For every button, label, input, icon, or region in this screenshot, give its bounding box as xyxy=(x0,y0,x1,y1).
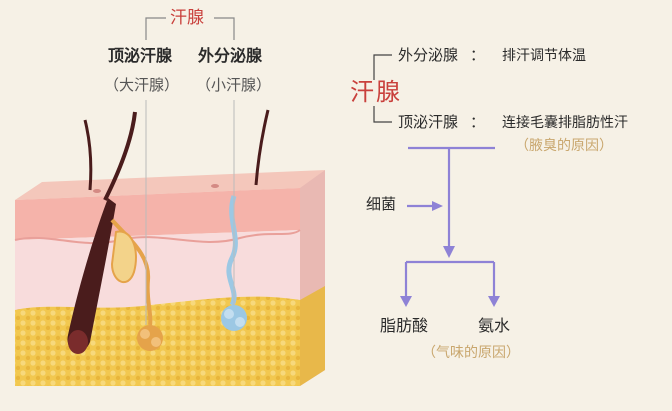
output-fatty-acid: 脂肪酸 xyxy=(380,318,428,334)
branch2-note: （腋臭的原因） xyxy=(515,139,613,153)
bacteria-label: 细菌 xyxy=(366,197,396,212)
eccrine-label: 外分泌腺 xyxy=(198,48,262,64)
flow-arrows xyxy=(406,148,495,298)
pore xyxy=(93,189,101,193)
branch2-desc: 连接毛囊排脂肪性汗 xyxy=(502,116,628,130)
pore xyxy=(211,184,219,188)
apocrine-coil xyxy=(137,325,163,351)
eccrine-alias: （小汗腺） xyxy=(196,78,271,93)
branch1-sep: ： xyxy=(470,48,485,63)
apocrine-alias: （大汗腺） xyxy=(104,78,179,93)
hair-strand-left xyxy=(85,120,91,190)
sebaceous-gland xyxy=(112,232,136,283)
branch2-name: 顶泌汗腺 xyxy=(398,115,458,130)
hair-bulb xyxy=(68,330,88,354)
outputs-note: （气味的原因） xyxy=(422,346,520,360)
branch1-desc: 排汗调节体温 xyxy=(502,49,586,63)
branch2-sep: ： xyxy=(470,115,485,130)
root-label: 汗腺 xyxy=(350,80,402,104)
left-title: 汗腺 xyxy=(170,10,204,27)
branch1-name: 外分泌腺 xyxy=(398,48,458,63)
fat-side xyxy=(300,286,325,386)
output-ammonia: 氨水 xyxy=(478,318,510,334)
eccrine-coil xyxy=(221,305,247,331)
apocrine-label: 顶泌汗腺 xyxy=(108,48,172,64)
